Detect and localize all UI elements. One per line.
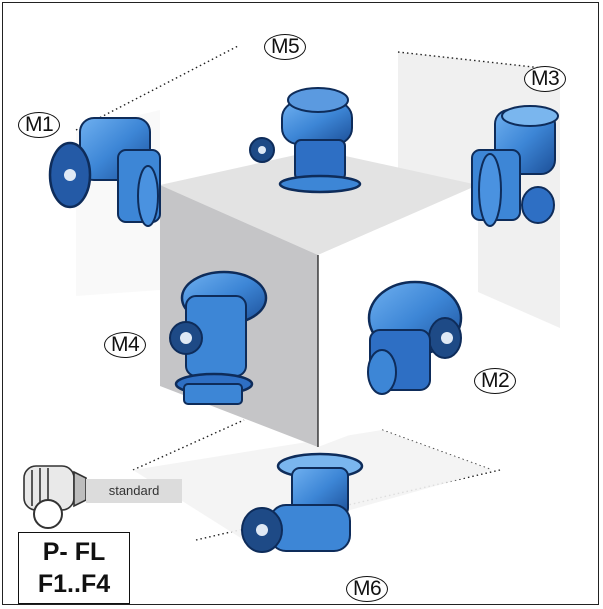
standard-label: standard	[86, 479, 182, 503]
motor-m6-icon	[241, 452, 364, 553]
motor-m2-icon	[367, 280, 463, 395]
motor-m5-icon	[249, 87, 362, 194]
motor-m4-icon	[169, 270, 268, 405]
cube-top-face	[160, 150, 478, 255]
product-code-line2: F1..F4	[37, 570, 111, 598]
position-label-m5: M5	[264, 34, 307, 60]
position-label-m3: M3	[524, 66, 567, 92]
position-label-m1: M1	[18, 112, 61, 138]
position-label-m2: M2	[474, 368, 517, 394]
standard-motor-icon	[23, 465, 87, 529]
motor-m1-icon	[48, 117, 161, 227]
motor-m3-icon	[471, 105, 559, 227]
position-label-m4: M4	[104, 332, 147, 358]
position-label-m6: M6	[346, 576, 389, 602]
product-code-line1: P- FL	[42, 538, 106, 566]
product-code-box: P- FL F1..F4	[18, 532, 130, 604]
